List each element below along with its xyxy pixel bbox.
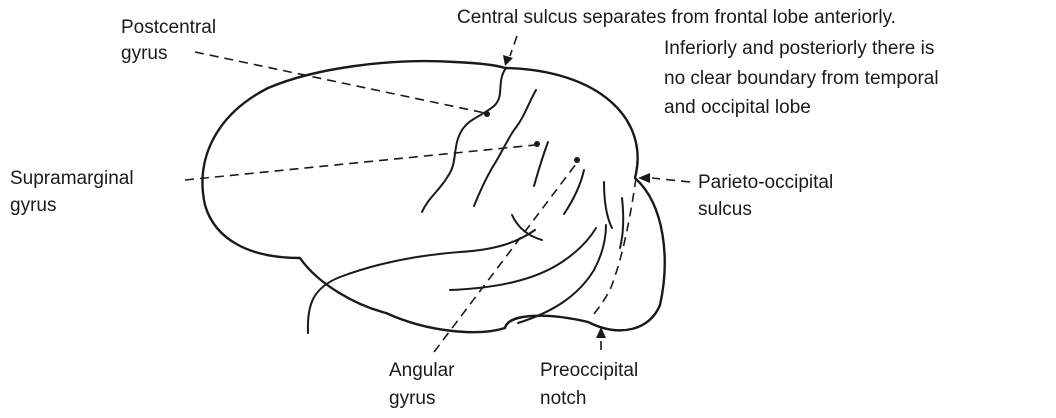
posterior-short-sulcus <box>620 198 623 248</box>
postcentral-gyrus-dot <box>484 111 490 117</box>
central-sulcus <box>422 68 506 212</box>
central-sulcus-label-line-4: and occipital lobe <box>664 97 811 118</box>
central-sulcus-label-line-1: Central sulcus separates from frontal lo… <box>457 7 896 28</box>
preoccipital-label-line-2: notch <box>540 388 586 409</box>
preoccipital-leader <box>590 178 636 318</box>
postcentral-label-line-2: gyrus <box>121 43 167 64</box>
central-sulcus-label-line-2: Inferiorly and posteriorly there is <box>664 38 934 59</box>
occipital-sulcus-1 <box>564 170 584 214</box>
angular-gyrus-dot <box>574 157 580 163</box>
postcentral-label-line-1: Postcentral <box>121 17 216 38</box>
lateral-sulcus-ascending-branch <box>512 215 542 240</box>
supramarginal-gyrus-dot <box>534 141 540 147</box>
central-sulcus-label-line-3: no clear boundary from temporal <box>664 68 939 89</box>
lateral-sulcus <box>308 230 535 333</box>
central-sulcus-leader <box>510 36 517 56</box>
parieto-occipital-leader <box>652 178 690 182</box>
parieto-occipital-label-line-1: Parieto-occipital <box>698 172 833 193</box>
supramarginal-leader <box>185 145 535 180</box>
central-sulcus-arrowhead <box>503 55 513 66</box>
angular-label-line-2: gyrus <box>389 388 435 409</box>
parieto-occipital-label-line-2: sulcus <box>698 199 752 220</box>
preoccipital-label-line-1: Preoccipital <box>540 360 638 381</box>
occipital-sulcus-2 <box>604 182 612 228</box>
angular-label-line-1: Angular <box>389 360 455 381</box>
intraparietal-sulcus <box>534 142 548 186</box>
angular-leader <box>434 164 576 352</box>
supramarginal-label-line-2: gyrus <box>10 195 56 216</box>
supramarginal-label-line-1: Supramarginal <box>10 168 134 189</box>
inferior-temporal-sulcus <box>518 225 606 323</box>
